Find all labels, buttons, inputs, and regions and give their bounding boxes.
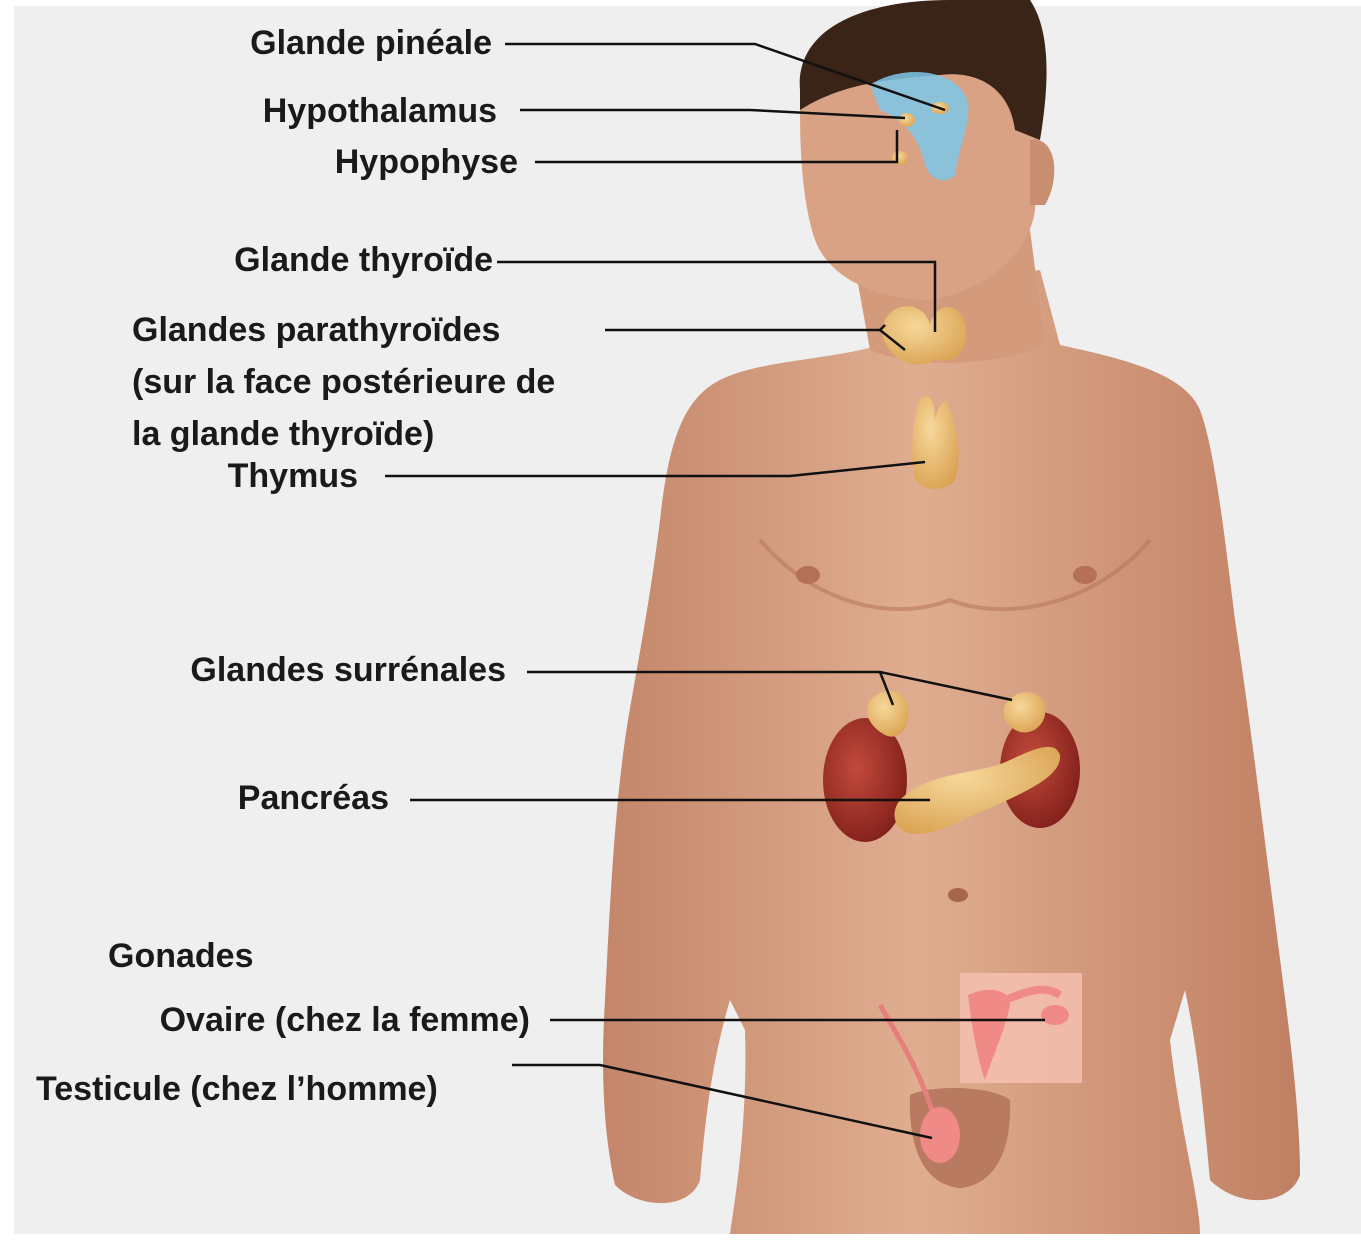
- label-pituitary: Hypophyse: [160, 136, 518, 188]
- label-ovary: Ovaire (chez la femme): [60, 994, 530, 1046]
- navel: [948, 888, 968, 902]
- label-pineal: Glande pinéale: [160, 17, 492, 69]
- hypothalamus-gland: [899, 113, 915, 127]
- left-kidney: [823, 718, 907, 842]
- label-hypothalamus: Hypothalamus: [160, 85, 497, 137]
- testis-gland: [920, 1107, 960, 1163]
- label-gonads: Gonades: [108, 930, 253, 982]
- ovary-gland: [1041, 1005, 1069, 1025]
- label-parathyroid: Glandes parathyroïdes (sur la face posté…: [132, 304, 652, 460]
- label-thymus: Thymus: [160, 450, 358, 502]
- thyroid-gland: [882, 306, 966, 364]
- ear: [1030, 140, 1054, 205]
- label-testis: Testicule (chez l’homme): [36, 1063, 438, 1115]
- label-pancreas: Pancréas: [160, 772, 389, 824]
- left-nipple: [796, 566, 820, 584]
- right-nipple: [1073, 566, 1097, 584]
- label-thyroid: Glande thyroïde: [160, 234, 493, 286]
- label-adrenal: Glandes surrénales: [140, 644, 506, 696]
